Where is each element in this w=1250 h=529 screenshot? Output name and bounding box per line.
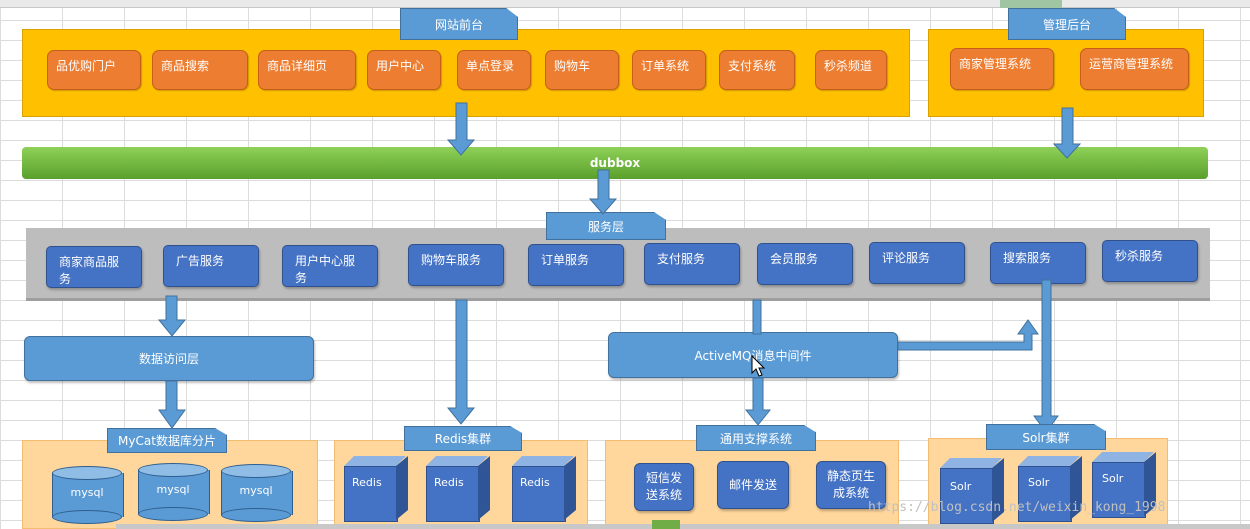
service-search: 搜索服务 — [990, 242, 1086, 284]
redis-label: Redis — [434, 476, 464, 489]
arrow-admin-to-dubbox — [1052, 107, 1082, 159]
static-page-system: 静态页生成系统 — [816, 461, 886, 509]
solr-node-1: Solr — [940, 458, 1006, 524]
module-product-search: 商品搜索 — [152, 50, 248, 90]
data-access-layer: 数据访问层 — [24, 336, 314, 381]
module-portal: 品优购门户 — [47, 50, 141, 90]
service-ads: 广告服务 — [163, 245, 259, 287]
service-merchant-product: 商家商品服务 — [46, 246, 142, 288]
bottom-scroll-strip — [116, 524, 1250, 529]
service-member: 会员服务 — [757, 243, 853, 285]
module-merchant-admin: 商家管理系统 — [950, 48, 1054, 90]
module-operator-admin: 运营商管理系统 — [1080, 48, 1189, 90]
arrow-data-access-to-mycat — [158, 380, 186, 429]
service-comment: 评论服务 — [869, 242, 965, 284]
support-tab: 通用支撑系统 — [696, 425, 816, 451]
mysql-label: mysql — [156, 483, 190, 496]
selected-column-marker — [1000, 0, 1062, 8]
arrow-dubbox-to-services — [588, 169, 618, 215]
mysql-node-1: mysql — [52, 466, 124, 524]
redis-node-2: Redis — [426, 456, 492, 522]
arrow-mq-to-search — [897, 319, 1039, 351]
watermark-text: https://blog.csdn.net/weixin_kong_1998 — [868, 500, 1166, 515]
redis-node-1: Redis — [344, 456, 410, 522]
redis-label: Redis — [352, 476, 382, 489]
module-order: 订单系统 — [632, 50, 706, 90]
line-member-to-mq — [752, 299, 762, 335]
arrow-search-to-solr — [1033, 279, 1059, 433]
service-cart: 购物车服务 — [408, 244, 504, 286]
arrow-frontend-to-dubbox — [446, 102, 476, 156]
module-flash-sale: 秒杀频道 — [815, 50, 887, 90]
solr-label: Solr — [950, 480, 972, 493]
dubbox-bus: dubbox — [22, 147, 1208, 179]
solr-label: Solr — [1028, 476, 1050, 489]
redis-node-3: Redis — [512, 456, 578, 522]
mycat-tab: MyCat数据库分片 — [107, 428, 227, 453]
module-cart: 购物车 — [545, 50, 619, 90]
admin-tab: 管理后台 — [1008, 8, 1126, 40]
module-user-center: 用户中心 — [367, 50, 441, 90]
service-payment: 支付服务 — [644, 243, 740, 285]
arrow-cart-to-redis — [446, 299, 476, 425]
arrow-services-to-data-access — [157, 295, 187, 337]
redis-label: Redis — [520, 476, 550, 489]
mouse-cursor-icon — [751, 354, 766, 377]
solr-node-3: Solr — [1092, 452, 1158, 518]
service-layer-tab: 服务层 — [546, 212, 666, 240]
support-output-stub — [652, 520, 680, 529]
service-user-center: 用户中心服务 — [282, 245, 378, 287]
mysql-label: mysql — [70, 486, 104, 499]
solr-node-2: Solr — [1018, 456, 1084, 522]
module-sso: 单点登录 — [457, 50, 531, 90]
mysql-node-2: mysql — [138, 463, 210, 521]
email-system: 邮件发送 — [717, 461, 789, 509]
solr-label: Solr — [1102, 472, 1124, 485]
module-payment: 支付系统 — [719, 50, 795, 90]
frontend-tab: 网站前台 — [400, 8, 518, 40]
spreadsheet-column-header — [0, 0, 1250, 8]
mysql-node-3: mysql — [221, 464, 293, 522]
service-order: 订单服务 — [528, 244, 624, 286]
solr-tab: Solr集群 — [986, 424, 1106, 450]
redis-tab: Redis集群 — [404, 426, 522, 451]
sms-system: 短信发送系统 — [634, 463, 694, 511]
service-flash-sale: 秒杀服务 — [1102, 240, 1198, 282]
mysql-label: mysql — [239, 484, 273, 497]
arrow-mq-to-support — [744, 377, 772, 426]
module-product-detail: 商品详细页 — [258, 50, 356, 90]
